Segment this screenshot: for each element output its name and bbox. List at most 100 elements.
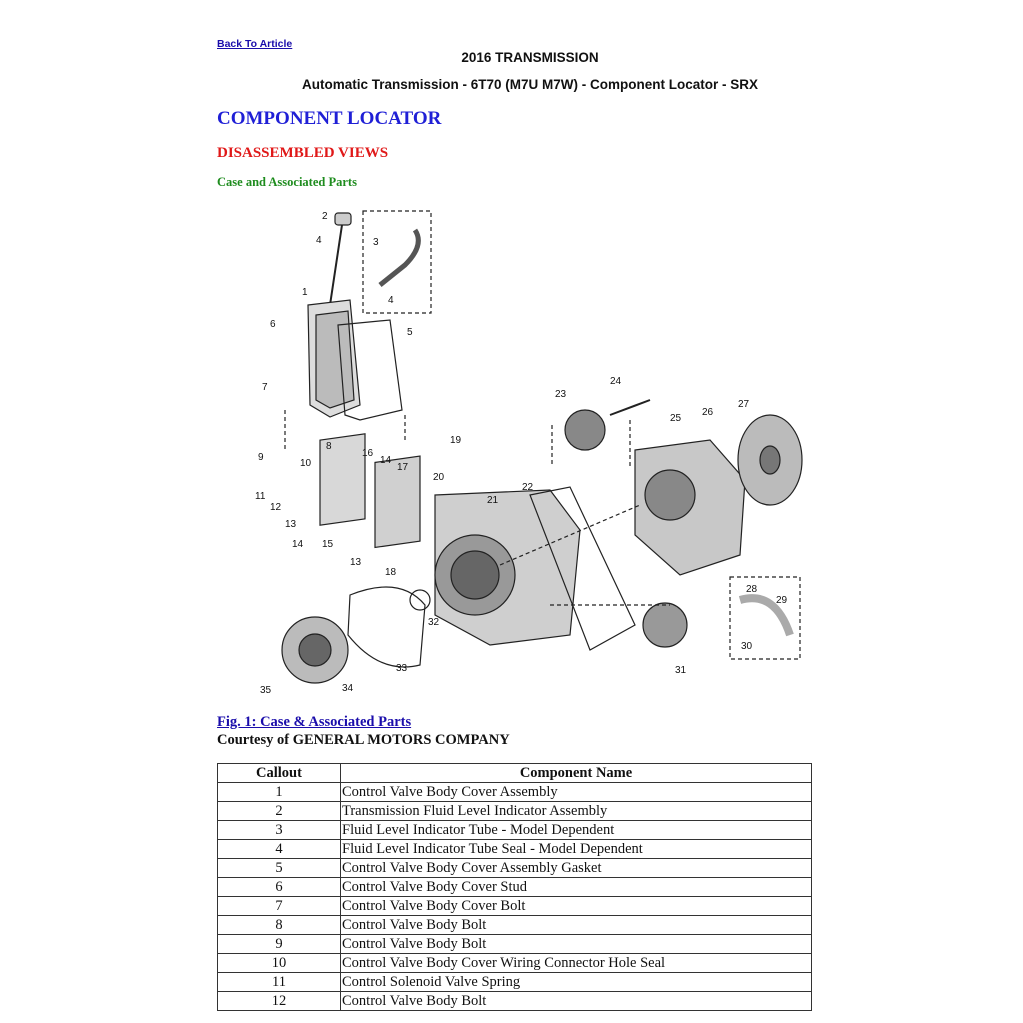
component-cell: Control Valve Body Cover Bolt [340, 896, 812, 916]
callout: 13 [350, 557, 362, 568]
dipstick-handle [334, 212, 352, 226]
callout-cell: 6 [217, 877, 341, 897]
side-cover-hub [298, 633, 332, 667]
valve-body [319, 433, 366, 526]
case-drum-hub [450, 550, 500, 600]
callout-cell: 4 [217, 839, 341, 859]
callout-cell: 2 [217, 801, 341, 821]
callout: 20 [433, 472, 445, 483]
callout: 24 [610, 376, 622, 387]
figure-courtesy: Courtesy of GENERAL MOTORS COMPANY [217, 732, 510, 748]
callout: 8 [326, 441, 332, 452]
callout: 32 [428, 617, 440, 628]
component-cell: Control Valve Body Cover Stud [340, 877, 812, 897]
control-solenoid-body [374, 455, 421, 549]
callout: 3 [373, 237, 379, 248]
callout-cell: 12 [217, 991, 341, 1011]
callout-cell: 9 [217, 934, 341, 954]
torque-converter-hub [759, 445, 781, 475]
exploded-view-diagram: 2 3 4 4 1 5 6 7 8 9 10 11 12 13 13 14 14… [250, 205, 810, 705]
cover-gasket [337, 319, 403, 421]
figure-caption-link[interactable]: Fig. 1: Case & Associated Parts [217, 714, 412, 730]
callout: 19 [450, 435, 462, 446]
callout: 4 [388, 295, 394, 306]
component-cell: Control Valve Body Cover Assembly [340, 782, 812, 802]
document-title: 2016 TRANSMISSION [461, 50, 599, 65]
callout: 4 [316, 235, 322, 246]
group-heading: Case and Associated Parts [217, 175, 357, 189]
exploded-view-drawing: 2 3 4 4 1 5 6 7 8 9 10 11 12 13 13 14 14… [255, 210, 803, 696]
component-cell: Control Valve Body Bolt [340, 915, 812, 935]
callout-cell: 10 [217, 953, 341, 973]
callout: 33 [396, 663, 408, 674]
header-component-name: Component Name [340, 763, 812, 783]
callout: 23 [555, 389, 567, 400]
callout: 30 [741, 641, 753, 652]
gear-assembly [564, 409, 606, 451]
back-to-article-link[interactable]: Back To Article [217, 38, 293, 50]
callout: 1 [302, 287, 308, 298]
component-cell: Control Valve Body Bolt [340, 934, 812, 954]
section-subheading: DISASSEMBLED VIEWS [217, 145, 389, 161]
callout-cell: 1 [217, 782, 341, 802]
callout: 5 [407, 327, 413, 338]
callout: 17 [397, 462, 409, 473]
component-cell: Fluid Level Indicator Tube Seal - Model … [340, 839, 812, 859]
component-cell: Transmission Fluid Level Indicator Assem… [340, 801, 812, 821]
callout: 12 [270, 502, 282, 513]
seal-detail-box [729, 576, 801, 660]
callout: 26 [702, 407, 714, 418]
case-cover-bore [644, 469, 696, 521]
callout: 10 [300, 458, 312, 469]
component-cell: Control Valve Body Cover Assembly Gasket [340, 858, 812, 878]
tube-detail-box [362, 210, 432, 314]
callout: 14 [292, 539, 304, 550]
dipstick-rod [329, 224, 343, 306]
callout-cell: 5 [217, 858, 341, 878]
callout: 25 [670, 413, 682, 424]
callout: 29 [776, 595, 788, 606]
table-header-row: Callout Component Name [217, 763, 812, 783]
differential [642, 602, 688, 648]
callout-labels: 2 3 4 4 1 5 6 7 8 9 10 11 12 13 13 14 14… [255, 211, 788, 696]
component-cell: Fluid Level Indicator Tube - Model Depen… [340, 820, 812, 840]
callout: 6 [270, 319, 276, 330]
callout: 11 [255, 491, 266, 502]
callout: 7 [262, 382, 268, 393]
callout: 13 [285, 519, 297, 530]
leader-line [499, 504, 641, 566]
callout: 15 [322, 539, 334, 550]
callout-cell: 11 [217, 972, 341, 992]
component-cell: Control Valve Body Bolt [340, 991, 812, 1011]
callout-cell: 3 [217, 820, 341, 840]
callout: 2 [322, 211, 328, 222]
callout: 21 [487, 495, 499, 506]
section-heading: COMPONENT LOCATOR [217, 108, 442, 129]
fluid-tube [378, 228, 421, 287]
callout: 31 [675, 665, 687, 676]
callout: 18 [385, 567, 397, 578]
callout-cell: 8 [217, 915, 341, 935]
seal-32 [409, 589, 431, 611]
callout: 9 [258, 452, 264, 463]
header-callout: Callout [217, 763, 341, 783]
callout: 34 [342, 683, 354, 694]
document-subtitle: Automatic Transmission - 6T70 (M7U M7W) … [301, 77, 759, 92]
callout-cell: 7 [217, 896, 341, 916]
seal-ring [738, 594, 794, 637]
callout: 27 [738, 399, 750, 410]
callout: 22 [522, 482, 534, 493]
component-cell: Control Valve Body Cover Wiring Connecto… [340, 953, 812, 973]
case-gasket [529, 486, 636, 651]
callout: 35 [260, 685, 272, 696]
